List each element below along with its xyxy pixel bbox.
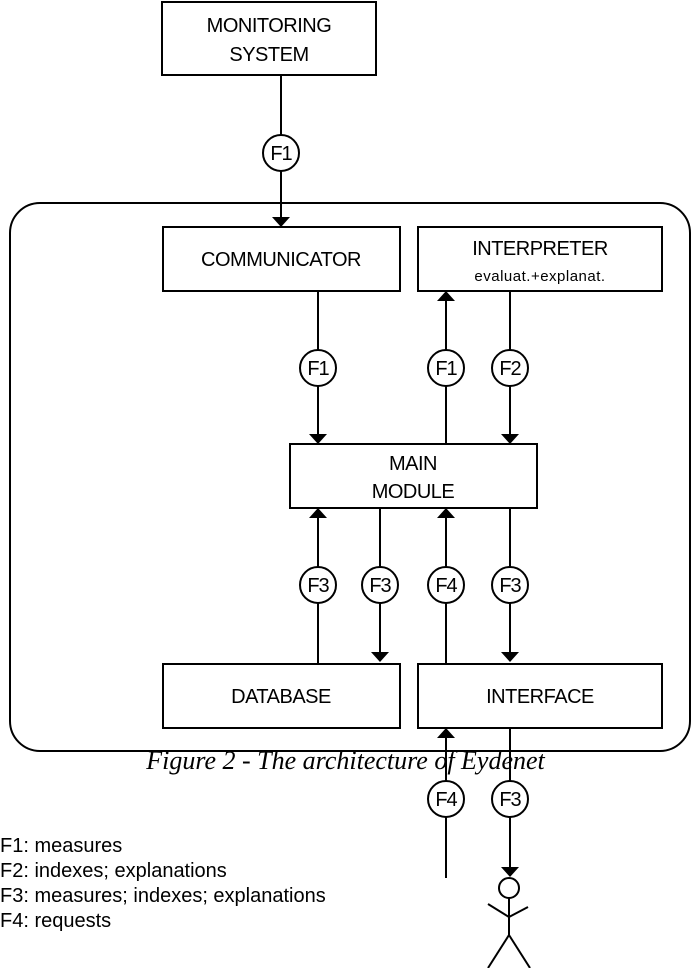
flow-circle-f3 [491, 780, 529, 818]
figure-caption: Figure 2 - The architecture of Eydenet [146, 746, 545, 775]
flow-circle-f4 [427, 780, 465, 818]
interpreter-label-line1: INTERPRETER [472, 238, 608, 260]
legend-item-f2: F2: indexes; explanations [0, 860, 227, 882]
database-label: DATABASE [231, 686, 331, 708]
flow-label-f4: F4 [435, 575, 457, 597]
system-boundary [9, 202, 691, 752]
main-module-label-line2: MODULE [372, 481, 455, 503]
arrowhead-up [437, 291, 455, 301]
arrowhead-down [501, 434, 519, 444]
flow-legend: F1: measures F2: indexes; explanations F… [0, 834, 326, 934]
legend-item-f3: F3: measures; indexes; explanations [0, 885, 326, 907]
arrowhead-down [309, 434, 327, 444]
communicator-label: COMMUNICATOR [201, 249, 361, 271]
monitoring-label-line2: SYSTEM [229, 44, 308, 66]
flow-label-f3: F3 [499, 789, 521, 811]
user-stick-figure [487, 877, 531, 968]
flow-circle-f1 [262, 134, 300, 172]
arrowhead-down [272, 217, 290, 227]
interface-label: INTERFACE [486, 686, 594, 708]
main-module-label-line1: MAIN [389, 453, 437, 475]
arrowhead-down [371, 652, 389, 662]
flow-label-f1: F1 [270, 143, 292, 165]
communicator-box [162, 226, 401, 292]
flow-label-f4: F4 [435, 789, 457, 811]
arrowhead-down [501, 652, 519, 662]
flow-circle-f4 [427, 566, 465, 604]
flow-label-f3: F3 [307, 575, 329, 597]
arrowhead-up [309, 508, 327, 518]
flow-label-f3: F3 [369, 575, 391, 597]
flow-label-f1: F1 [307, 358, 329, 380]
database-box [162, 663, 401, 729]
interface-box [417, 663, 663, 729]
flow-circle-f1 [427, 349, 465, 387]
monitoring-label-line1: MONITORING [207, 15, 332, 37]
arrowhead-up [437, 508, 455, 518]
monitoring-system-box [161, 1, 377, 76]
legend-item-f1: F1: measures [0, 835, 123, 857]
flow-circle-f1 [299, 349, 337, 387]
flow-circle-f3 [361, 566, 399, 604]
legend-item-f4: F4: requests [0, 910, 112, 932]
flow-label-f2: F2 [499, 358, 521, 380]
flow-label-f1: F1 [435, 358, 457, 380]
interpreter-label-line2: evaluat.+explanat. [474, 268, 605, 285]
arrowhead-down [501, 867, 519, 877]
arrowhead-up [437, 728, 455, 738]
main-module-box [289, 443, 538, 509]
flow-label-f3: F3 [499, 575, 521, 597]
flow-circle-f3 [299, 566, 337, 604]
interpreter-box [417, 226, 663, 292]
flow-circle-f2 [491, 349, 529, 387]
flow-circle-f3 [491, 566, 529, 604]
